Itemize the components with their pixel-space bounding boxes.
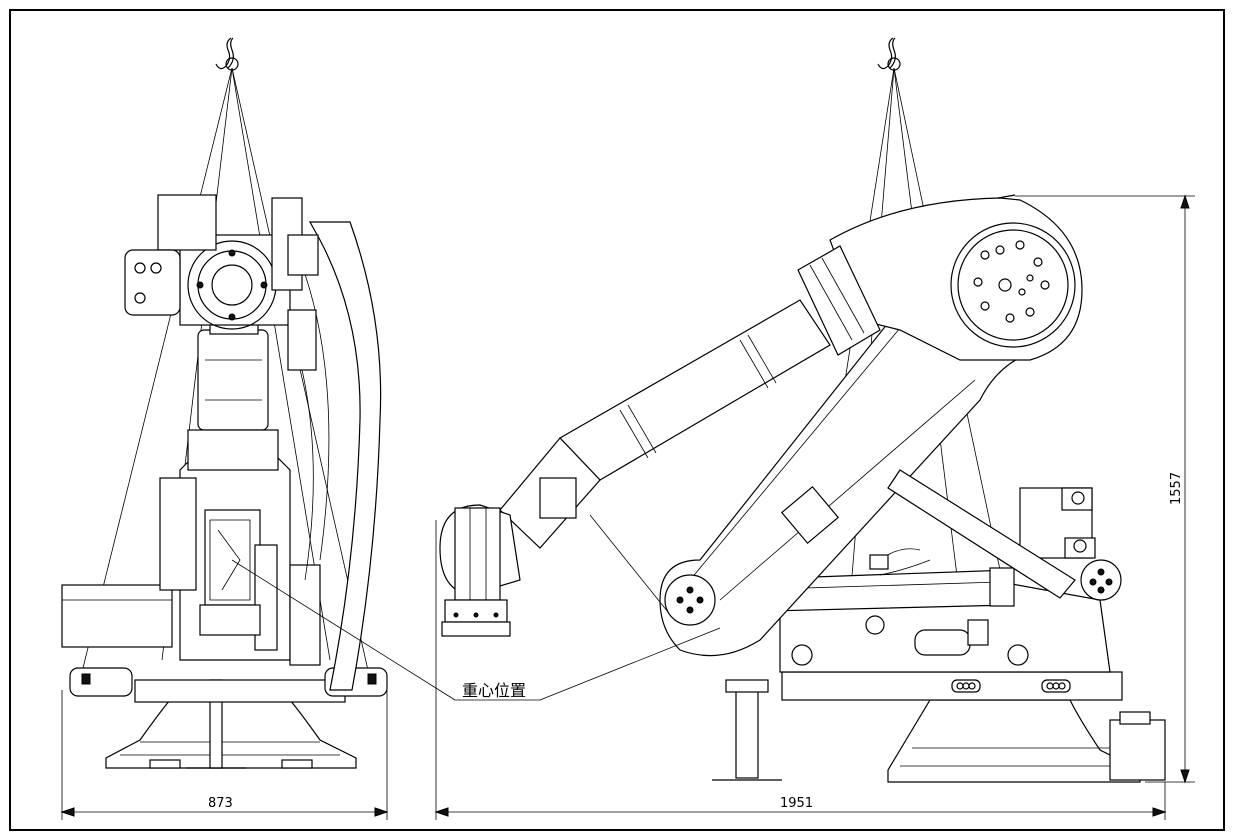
dimension-side-height-label: 1557 (1169, 472, 1184, 505)
front-rear-panel (308, 221, 382, 691)
front-left-foot (69, 667, 133, 697)
front-base-pedestal (105, 699, 357, 769)
side-view (439, 37, 1166, 783)
lifting-hook-icon (215, 37, 239, 71)
dimension-side-width (434, 520, 1167, 820)
cog-label: 重心位置 (462, 681, 526, 700)
side-link-arm (887, 469, 1076, 599)
front-wrist-head (157, 194, 217, 251)
front-motor-block (61, 584, 173, 648)
side-motor (1019, 487, 1096, 559)
side-wrist (439, 437, 669, 637)
side-support-stand (735, 689, 759, 779)
dimension-side-width-label: 1951 (780, 796, 813, 811)
dimension-front-width-label: 873 (208, 796, 233, 811)
front-view (61, 37, 388, 769)
front-turntable (134, 679, 346, 703)
side-junction-box (1109, 719, 1166, 781)
side-balancer-pivot (1080, 559, 1122, 601)
side-base-pedestal (887, 699, 1141, 783)
front-arm-tube (197, 329, 269, 431)
dimension-side-height (1015, 194, 1195, 784)
cog-leader-lines (231, 559, 721, 701)
side-forearm (559, 245, 881, 481)
lifting-hook-icon (877, 37, 901, 71)
side-elbow-holes (973, 240, 1050, 323)
dimension-front-width (60, 690, 389, 820)
